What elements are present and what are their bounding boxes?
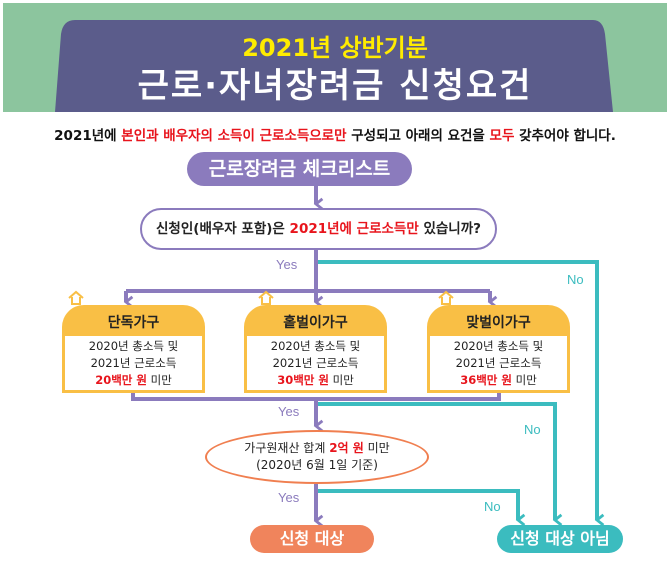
title-line2: 근로·자녀장려금 신청요건 [137, 66, 533, 106]
household-criteria: 2020년 총소득 및 2021년 근로소득 30백만 원 미만 [247, 336, 384, 390]
question-highlight: 2021년에 근로소득만 [289, 221, 419, 237]
house-icon [258, 290, 274, 305]
asset-text: 미만 [363, 441, 390, 455]
criteria-suffix: 미만 [511, 373, 537, 387]
question-text: 있습니까? [418, 221, 481, 237]
no-connector-1 [316, 260, 605, 527]
no-connector-3 [316, 489, 526, 527]
household-criteria: 2020년 총소득 및 2021년 근로소득 20백만 원 미만 [65, 336, 202, 390]
asset-node: 가구원재산 합계 2억 원 미만 (2020년 6월 1일 기준) [205, 430, 429, 484]
criteria-line: 2020년 총소득 및 [88, 339, 179, 353]
no-label: No [484, 499, 501, 514]
yes-label: Yes [276, 257, 298, 272]
no-connector-2 [316, 402, 563, 527]
household-dual-earner: 맞벌이가구 2020년 총소득 및 2021년 근로소득 36백만 원 미만 [427, 305, 570, 393]
criteria-line: 2020년 총소득 및 [270, 339, 361, 353]
household-single-earner: 홑벌이가구 2020년 총소득 및 2021년 근로소득 30백만 원 미만 [244, 305, 387, 393]
subtitle-text: 갖추어야 합니다. [514, 128, 616, 144]
question-text: 신청인(배우자 포함)은 [156, 221, 290, 237]
subtitle-highlight: 본인과 배우자의 소득이 근로소득으로만 [121, 128, 347, 144]
household-title: 단독가구 [107, 315, 160, 331]
criteria-suffix: 미만 [328, 373, 354, 387]
income-limit: 36백만 원 [460, 373, 512, 387]
yes-label: Yes [278, 404, 300, 419]
criteria-line: 2021년 근로소득 [455, 356, 542, 370]
no-label: No [524, 422, 541, 437]
asset-limit: 2억 원 [329, 441, 364, 455]
house-icon [68, 290, 84, 305]
subtitle: 2021년에 본인과 배우자의 소득이 근로소득으로만 구성되고 아래의 요건을… [0, 124, 670, 144]
checklist-title: 근로장려금 체크리스트 [187, 152, 412, 186]
criteria-line: 2021년 근로소득 [272, 356, 359, 370]
criteria-suffix: 미만 [146, 373, 172, 387]
header-panel [55, 20, 613, 112]
household-criteria: 2020년 총소득 및 2021년 근로소득 36백만 원 미만 [430, 336, 567, 390]
criteria-line: 2020년 총소득 및 [453, 339, 544, 353]
income-limit: 20백만 원 [95, 373, 147, 387]
house-icon [438, 290, 454, 305]
result-not-eligible: 신청 대상 아님 [497, 525, 623, 553]
asset-text: 가구원재산 합계 [244, 441, 330, 455]
no-label: No [567, 272, 584, 287]
subtitle-text: 2021년에 [54, 128, 122, 144]
result-eligible: 신청 대상 [250, 525, 374, 553]
income-limit: 30백만 원 [277, 373, 329, 387]
title-line1: 2021년 상반기분 [242, 34, 428, 62]
criteria-line: 2021년 근로소득 [90, 356, 177, 370]
household-title: 맞벌이가구 [466, 315, 531, 331]
subtitle-highlight: 모두 [489, 128, 515, 144]
question-node: 신청인(배우자 포함)은 2021년에 근로소득만 있습니까? [140, 208, 497, 250]
merge-line [131, 393, 501, 401]
yes-label: Yes [278, 490, 300, 505]
subtitle-text: 구성되고 아래의 요건을 [346, 128, 490, 144]
asset-date: (2020년 6월 1일 기준) [256, 458, 378, 472]
household-title: 홑벌이가구 [283, 315, 348, 331]
household-single: 단독가구 2020년 총소득 및 2021년 근로소득 20백만 원 미만 [62, 305, 205, 393]
